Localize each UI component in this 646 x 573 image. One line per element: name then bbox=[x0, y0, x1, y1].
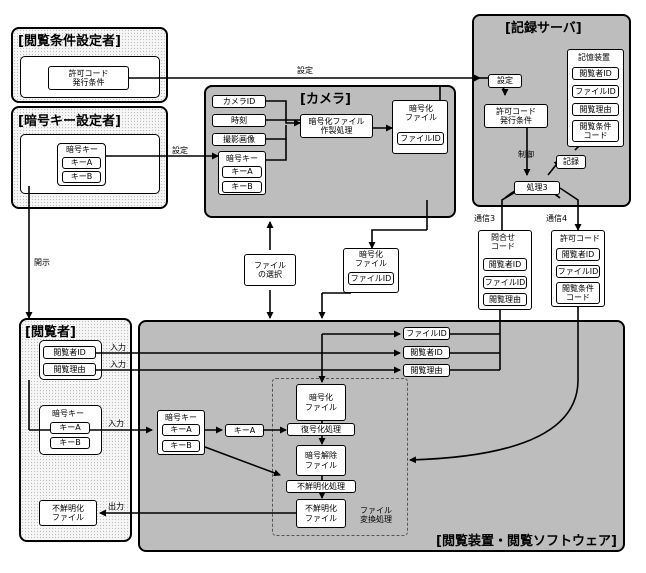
storage-viewer-id: 閲覧者ID bbox=[572, 67, 619, 80]
camera-enc-file-box bbox=[392, 100, 448, 154]
permit-file-id: ファイルID bbox=[556, 265, 600, 278]
viewer-title: [閲覧者] bbox=[25, 325, 76, 340]
query-reason: 閲覧理由 bbox=[483, 293, 527, 306]
storage-device-title: 記憶装置 bbox=[578, 53, 610, 62]
kaiji-label: 開示 bbox=[34, 258, 50, 267]
device-viewer-id-box: 閲覧者ID bbox=[403, 346, 450, 359]
query-code-title: 問合せ コード bbox=[491, 233, 515, 252]
decrypt-process-box: 復号化処理 bbox=[287, 423, 355, 436]
camera-enc-file-title: 暗号化 ファイル bbox=[405, 104, 437, 123]
device-enc-file-box: 暗号化 ファイル bbox=[296, 384, 346, 421]
settei-top-label: 設定 bbox=[297, 66, 313, 75]
key-setter-title: [暗号キー設定者] bbox=[18, 114, 121, 129]
blurred-file-box: 不鮮明化 ファイル bbox=[296, 499, 346, 528]
settei-key-label: 設定 bbox=[172, 146, 188, 155]
output-label: 出力 bbox=[108, 502, 124, 511]
storage-file-id: ファイルID bbox=[572, 85, 619, 98]
camera-process-box: 暗号化ファイル 作製処理 bbox=[300, 114, 373, 138]
permit-condition-box: 許可コード 発行条件 bbox=[48, 66, 129, 90]
viewer-reason-box: 閲覧理由 bbox=[43, 363, 96, 376]
camera-photo-box: 撮影画像 bbox=[212, 133, 266, 146]
mid-enc-file-box bbox=[343, 248, 399, 293]
viewer-key-b: キーB bbox=[50, 437, 90, 449]
file-convert-region bbox=[272, 378, 408, 536]
permit-viewer-id: 閲覧者ID bbox=[556, 248, 600, 261]
camera-file-id-box: ファイルID bbox=[397, 132, 444, 145]
device-key-title: 暗号キー bbox=[165, 413, 197, 422]
device-key-a-forward: キーA bbox=[225, 424, 264, 437]
server-settei-box: 設定 bbox=[488, 74, 522, 88]
input-label-3: 入力 bbox=[108, 419, 124, 428]
query-viewer-id: 閲覧者ID bbox=[483, 258, 527, 271]
viewer-key-title: 暗号キー bbox=[52, 409, 84, 418]
camera-key-b: キーB bbox=[222, 181, 262, 193]
camera-title: [カメラ] bbox=[300, 92, 351, 107]
viewer-key-a: キーA bbox=[50, 422, 90, 434]
device-title: [閲覧装置・閲覧ソフトウェア] bbox=[436, 534, 617, 549]
query-file-id: ファイルID bbox=[483, 276, 527, 289]
server-record-box: 記録 bbox=[556, 155, 586, 169]
viewer-id-box: 閲覧者ID bbox=[43, 346, 96, 359]
permit-cond-code: 閲覧条件 コード bbox=[556, 282, 600, 304]
server-permit-cond-box: 許可コード 発行条件 bbox=[484, 104, 548, 128]
mid-enc-file-title: 暗号化 ファイル bbox=[355, 250, 387, 269]
permit-code-title: 許可コード bbox=[560, 234, 600, 243]
comm3-label: 通信3 bbox=[474, 214, 496, 223]
server-process3-box: 処理3 bbox=[514, 181, 560, 195]
device-file-id-box: ファイルID bbox=[403, 327, 450, 340]
perm-setter-title: [閲覧条件設定者] bbox=[18, 34, 121, 49]
key-setter-key-a: キーA bbox=[62, 157, 101, 169]
file-select-box: ファイル の選択 bbox=[244, 254, 296, 286]
key-setter-key-b: キーB bbox=[62, 171, 101, 183]
comm4-label: 通信4 bbox=[546, 214, 568, 223]
device-key-b: キーB bbox=[162, 440, 200, 452]
device-reason-box: 閲覧理由 bbox=[403, 364, 450, 377]
input-label-2: 入力 bbox=[110, 360, 126, 369]
storage-reason: 閲覧理由 bbox=[572, 103, 619, 116]
storage-cond-code: 閲覧条件 コード bbox=[572, 120, 619, 142]
mid-file-id-box: ファイルID bbox=[348, 272, 394, 285]
device-key-a: キーA bbox=[162, 424, 200, 436]
camera-key-title: 暗号キー bbox=[226, 154, 258, 163]
blur-process-box: 不鮮明化処理 bbox=[286, 480, 356, 493]
camera-key-a: キーA bbox=[222, 166, 262, 178]
camera-id-box: カメラID bbox=[212, 95, 266, 108]
server-control-label: 制御 bbox=[518, 150, 534, 159]
viewer-blurred-file: 不鮮明化 ファイル bbox=[39, 500, 97, 526]
key-setter-key-title: 暗号キー bbox=[66, 145, 98, 154]
server-title: [記録サーバ] bbox=[505, 21, 582, 36]
file-convert-label: ファイル 変換処理 bbox=[360, 506, 392, 525]
input-label-1: 入力 bbox=[110, 343, 126, 352]
camera-time-box: 時刻 bbox=[212, 114, 266, 127]
released-file-box: 暗号解除 ファイル bbox=[296, 445, 346, 476]
